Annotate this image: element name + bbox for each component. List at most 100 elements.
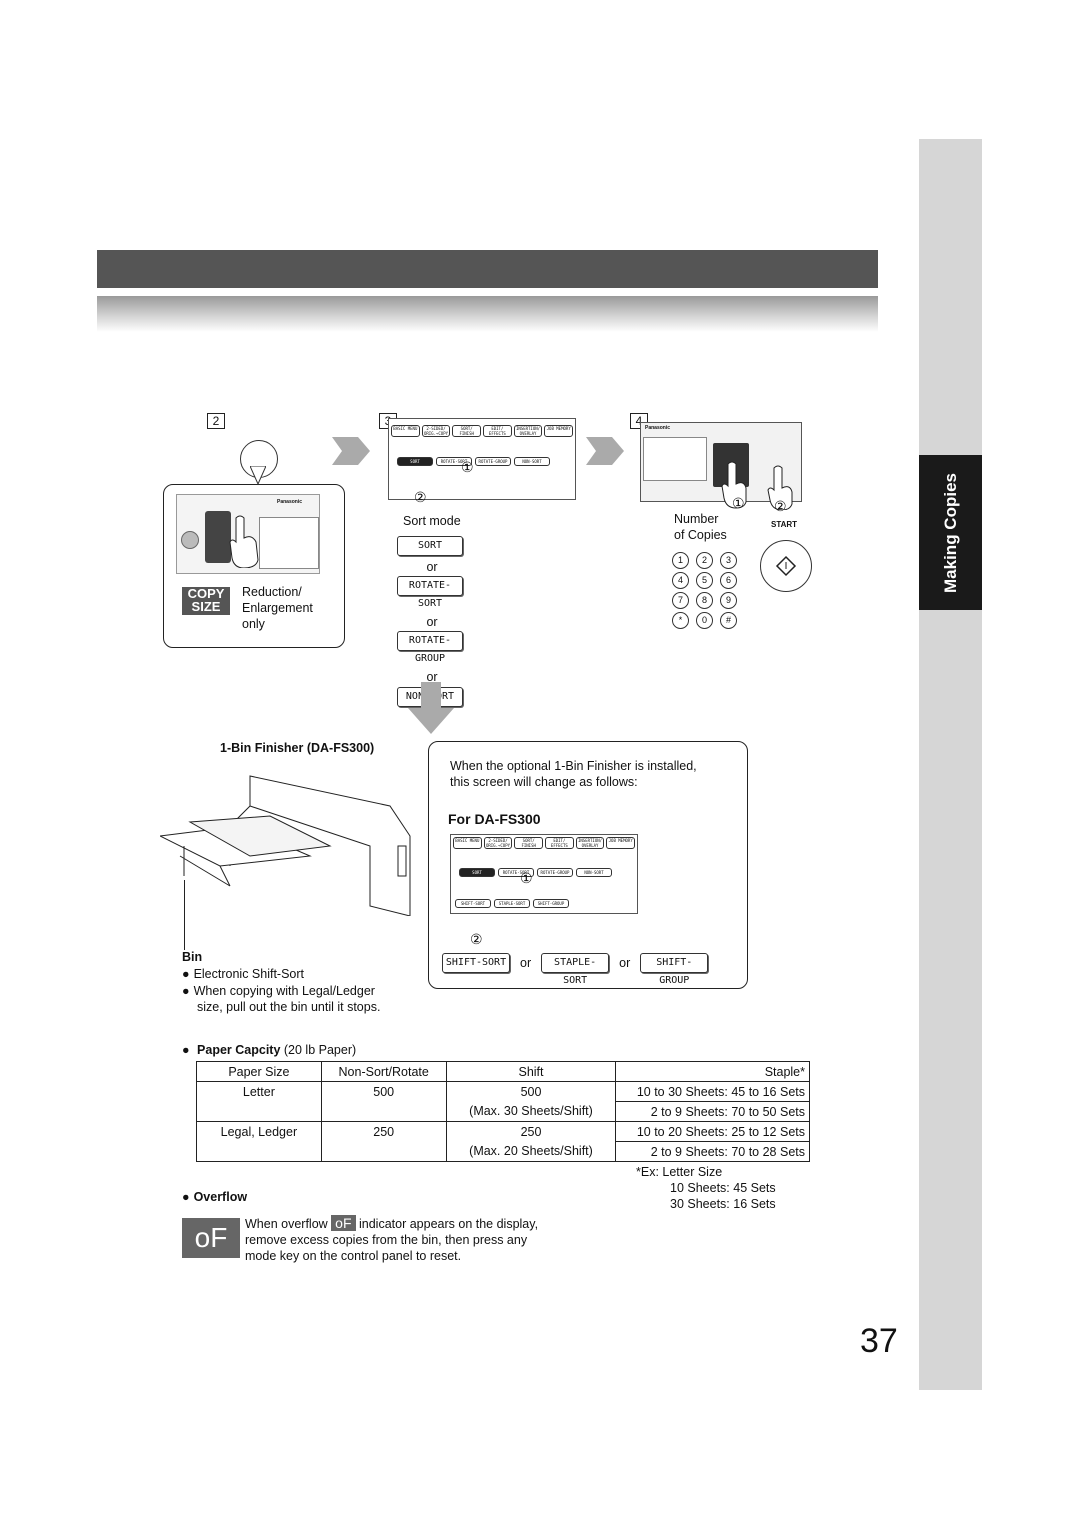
table-cell: 2 to 9 Sheets: 70 to 28 Sets — [615, 1141, 810, 1162]
callout-2: ② — [470, 931, 483, 947]
numpad-key[interactable]: 1 — [672, 552, 689, 569]
table-cell — [320, 1141, 447, 1162]
bin-bullet-2-cont: size, pull out the bin until it stops. — [197, 1000, 381, 1014]
screen-tab[interactable]: JOB MEMORY — [606, 837, 636, 849]
overflow-title: Overflow — [193, 1190, 248, 1204]
numpad-key[interactable]: 6 — [720, 572, 737, 589]
numpad-key[interactable]: 8 — [696, 592, 713, 609]
screen-finisher-key[interactable]: SHIFT-SORT — [455, 899, 491, 908]
table-cell: 250 — [320, 1121, 447, 1142]
finisher-mode-key[interactable]: SHIFT-GROUP — [640, 953, 709, 986]
screen-sort-key[interactable]: ROTATE-GROUP — [475, 457, 511, 466]
brand-logo: Panasonic — [645, 425, 671, 431]
table-header-cell: Non-Sort/Rotate — [320, 1061, 447, 1082]
hand-pointer-icon — [229, 515, 259, 568]
numpad-key[interactable]: 3 — [720, 552, 737, 569]
or-label: or — [520, 956, 532, 970]
table-cell: 500 — [320, 1081, 447, 1102]
overflow-inline-indicator: oF — [331, 1215, 356, 1231]
table-cell: 250 — [445, 1121, 617, 1142]
screen-tab[interactable]: EDIT/ EFFECTS — [483, 425, 512, 437]
finisher-mode-key[interactable]: SHIFT-SORT — [442, 953, 510, 973]
or-label: or — [619, 956, 631, 970]
numpad-key[interactable]: 0 — [696, 612, 713, 629]
finisher-mode-key[interactable]: STAPLE-SORT — [541, 953, 610, 986]
sort-mode-key[interactable]: ROTATE-SORT — [397, 576, 463, 609]
screen-sort-key[interactable]: SORT — [397, 457, 433, 466]
numpad-key[interactable]: # — [720, 612, 737, 629]
hand-pointer-icon — [767, 465, 793, 510]
screen-sort-key[interactable]: ROTATE-SORT — [436, 457, 472, 466]
table-cell: 10 to 30 Sheets: 45 to 16 Sets — [615, 1081, 810, 1102]
screen-tab[interactable]: EDIT/ EFFECTS — [545, 837, 574, 849]
callout-2: ② — [414, 489, 427, 505]
table-cell: Letter — [196, 1081, 322, 1102]
numpad-key[interactable]: * — [672, 612, 689, 629]
numpad-key[interactable]: 7 — [672, 592, 689, 609]
section-tab: Making Copies — [919, 455, 982, 610]
screen-tab[interactable]: INSERTION/ OVERLAY — [513, 425, 543, 437]
overflow-text: remove excess copies from the bin, then … — [245, 1233, 528, 1247]
header-gradient-bar — [97, 296, 878, 332]
section-tab-label: Making Copies — [940, 472, 960, 593]
step-arrow-icon — [332, 437, 370, 465]
hand-pointer-icon — [721, 461, 747, 509]
table-cell: (Max. 20 Sheets/Shift) — [445, 1141, 617, 1162]
screen-tab[interactable]: 2-SIDED/ ORIG.→COPY — [483, 837, 513, 849]
callout-2: ② — [774, 498, 787, 514]
numpad-key[interactable]: 2 — [696, 552, 713, 569]
bin-bullet-2: When copying with Legal/Ledger — [182, 983, 375, 999]
screen-sort-key[interactable]: NON-SORT — [514, 457, 550, 466]
table-row: (Max. 30 Sheets/Shift)2 to 9 Sheets: 70 … — [196, 1101, 810, 1122]
bullet-text: Electronic Shift-Sort — [193, 967, 305, 981]
screen-tab[interactable]: SORT/ FINISH — [452, 425, 482, 437]
screen-tab[interactable]: JOB MEMORY — [544, 425, 574, 437]
screen-sort-key[interactable]: ROTATE-SORT — [498, 868, 534, 877]
screen-sort-key[interactable]: SORT — [459, 868, 495, 877]
screen-tab[interactable]: 2-SIDED/ ORIG.→COPY — [421, 425, 451, 437]
desc-line: Enlargement — [242, 601, 313, 615]
copy-size-badge: COPY SIZE — [182, 587, 230, 615]
screen-tab[interactable]: BASIC MENU — [453, 837, 482, 849]
table-cell: 2 to 9 Sheets: 70 to 50 Sets — [615, 1101, 810, 1122]
side-strip — [919, 139, 982, 1390]
header-bar — [97, 250, 878, 288]
or-label: or — [426, 560, 438, 574]
overflow-description: When overflow oF indicator appears on th… — [245, 1215, 538, 1264]
footnote-line: *Ex: Letter Size — [636, 1165, 723, 1179]
bin-leader-line — [184, 880, 185, 950]
note-line: this screen will change as follows: — [450, 775, 638, 789]
numpad-key[interactable]: 5 — [696, 572, 713, 589]
callout-1: ① — [520, 870, 533, 886]
desc-line: Number — [674, 512, 719, 526]
number-of-copies-label: Number of Copies — [674, 511, 727, 543]
bin-label: Bin — [182, 950, 203, 964]
table-header-cell: Shift — [445, 1061, 617, 1082]
screen-sort-key[interactable]: ROTATE-GROUP — [537, 868, 573, 877]
screen-tab[interactable]: BASIC MENU — [391, 425, 420, 437]
down-arrow-icon — [408, 682, 454, 734]
screen-tab[interactable]: SORT/ FINISH — [514, 837, 544, 849]
table-cell — [196, 1101, 322, 1122]
footnote-line: 30 Sheets: 16 Sets — [670, 1197, 776, 1211]
step-number-2: 2 — [207, 413, 225, 429]
numpad-key[interactable]: 9 — [720, 592, 737, 609]
callout-1: ① — [732, 495, 745, 511]
table-row: (Max. 20 Sheets/Shift)2 to 9 Sheets: 70 … — [196, 1141, 810, 1162]
sort-mode-label: Sort mode — [403, 514, 461, 528]
bullet-text: When copying with Legal/Ledger — [193, 984, 375, 998]
screen-finisher-key[interactable]: SHIFT-GROUP — [533, 899, 569, 908]
start-button[interactable] — [760, 540, 812, 592]
numpad-key[interactable]: 4 — [672, 572, 689, 589]
screen-sort-key[interactable]: NON-SORT — [576, 868, 612, 877]
sort-mode-key[interactable]: ROTATE-GROUP — [397, 631, 463, 664]
screen-tab[interactable]: INSERTION/ OVERLAY — [575, 837, 605, 849]
table-cell — [196, 1141, 322, 1162]
screen-finisher-key[interactable]: STAPLE-SORT — [494, 899, 530, 908]
sort-mode-key[interactable]: SORT — [397, 536, 463, 556]
